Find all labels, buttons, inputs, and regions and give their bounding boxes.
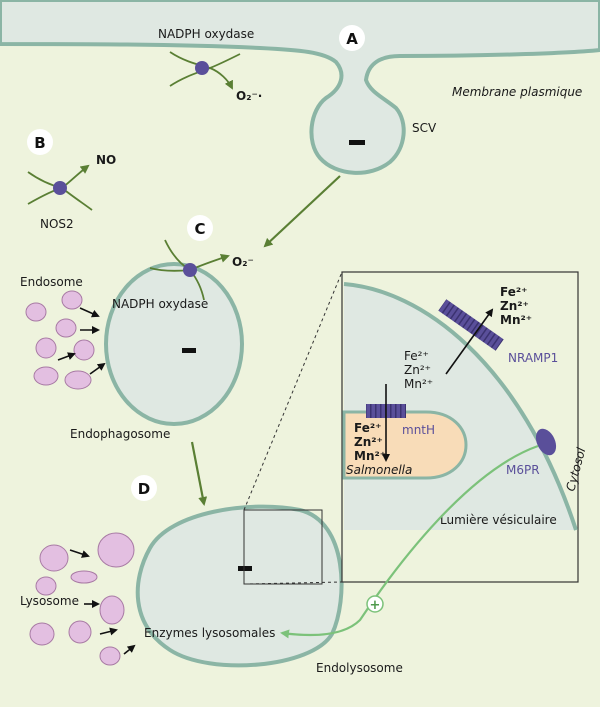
lysosome-vesicles: [29, 532, 135, 666]
enzymes-label: Enzymes lysosomales: [144, 626, 275, 640]
scv-label: SCV: [412, 121, 437, 135]
section-b-letter: B: [34, 134, 45, 152]
endosome-arrows: [57, 307, 106, 375]
superoxide-top-label: O₂⁻·: [236, 89, 262, 103]
m6pr-pathway-arrow: [280, 444, 539, 639]
nadph-oxidase-top: [169, 51, 241, 90]
section-a-marker: A: [339, 25, 365, 51]
superoxide-c-label: O₂⁻: [232, 255, 254, 269]
ions-out-zn: Zn²⁺: [500, 299, 529, 313]
section-b-marker: B: [27, 129, 53, 155]
ions-mid-fe: Fe²⁺: [404, 349, 429, 363]
nramp1-transporter: [438, 299, 504, 351]
salmonella-cell: [342, 410, 468, 480]
lysosome-arrows: [69, 549, 136, 655]
membrane-label: Membrane plasmique: [452, 85, 582, 99]
endophagosome-label: Endophagosome: [70, 427, 170, 441]
plasma-membrane: [0, 0, 600, 175]
section-d-letter: D: [138, 480, 150, 498]
plus-label: +: [370, 598, 381, 613]
nadph-oxydase-c-label: NADPH oxydase: [112, 297, 208, 311]
zoom-vesicle-membrane: [343, 282, 578, 531]
arrow-scv-to-endophagosome: [263, 175, 341, 248]
ions-mid-zn: Zn²⁺: [404, 363, 431, 377]
zoom-line-bottom: [243, 581, 343, 585]
ions-salm-fe: Fe²⁺: [354, 421, 381, 435]
endolysosome-label: Endolysosome: [316, 661, 403, 675]
ions-salm-zn: Zn²⁺: [354, 435, 383, 449]
no-label: NO: [96, 153, 116, 167]
endosome-label: Endosome: [20, 275, 83, 289]
nadph-oxidase-c: [149, 239, 230, 301]
plus-marker: +: [366, 595, 384, 613]
arrow-endophagosome-to-endolysosome: [190, 441, 208, 506]
zoom-source-box: [243, 509, 323, 585]
section-c-marker: C: [187, 215, 213, 241]
nramp1-label: NRAMP1: [508, 351, 558, 365]
endophagosome: [104, 262, 244, 426]
m6pr-receptor: [535, 428, 557, 456]
ions-mid-mn: Mn²⁺: [404, 377, 433, 391]
lysosome-label: Lysosome: [20, 594, 79, 608]
endophagosome-charge-minus: [182, 348, 196, 353]
section-a-letter: A: [346, 30, 358, 48]
nos2-enzyme: [27, 164, 93, 211]
endosome-vesicles: [25, 290, 95, 390]
ions-out-mn: Mn²⁺: [500, 313, 532, 327]
salmonella-label: Salmonella: [346, 463, 412, 477]
section-c-letter: C: [194, 220, 205, 238]
m6pr-label: M6PR: [506, 463, 540, 477]
nramp1-transport-arrow: [445, 308, 494, 375]
zoom-line-top: [243, 271, 343, 511]
ions-salm-mn: Mn²⁺: [354, 449, 386, 463]
nos2-label: NOS2: [40, 217, 74, 231]
lumiere-label: Lumière vésiculaire: [440, 513, 557, 527]
ions-out-fe: Fe²⁺: [500, 285, 527, 299]
nadph-oxydase-top-label: NADPH oxydase: [158, 27, 254, 41]
scv-charge-minus: [349, 140, 365, 145]
mnth-label: mntH: [402, 423, 435, 437]
endolysosome: [135, 504, 344, 668]
section-d-marker: D: [131, 475, 157, 501]
endolysosome-charge-minus: [238, 566, 252, 571]
